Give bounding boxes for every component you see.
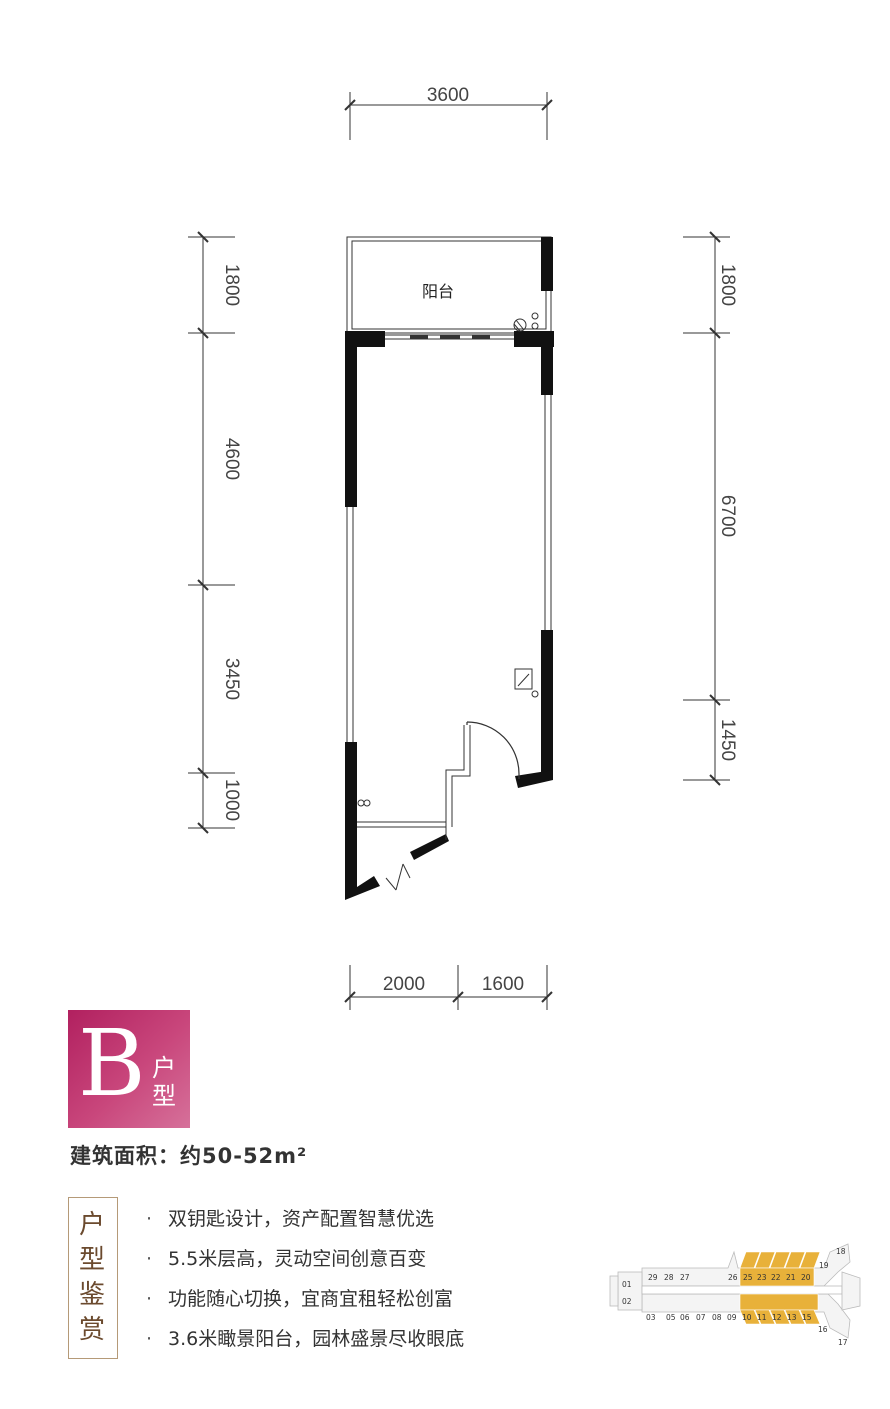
dimension-left-1: 1800 — [221, 264, 242, 306]
dimension-right-1: 1800 — [717, 264, 738, 306]
unit-type-letter: B — [78, 1010, 146, 1117]
key-unit-label: 26 — [728, 1273, 738, 1282]
bullet: · — [146, 1288, 153, 1310]
feature-text: 5.5米层高，灵动空间创意百变 — [168, 1248, 427, 1270]
feature-item: · 5.5米层高，灵动空间创意百变 — [146, 1243, 464, 1283]
wall-solid — [345, 237, 554, 900]
balcony-drain-icon — [513, 312, 539, 332]
key-unit-label: 17 — [838, 1338, 848, 1347]
key-unit-label: 28 — [664, 1273, 674, 1282]
dimension-right-3: 1450 — [717, 719, 738, 761]
feature-text: 3.6米瞰景阳台，园林盛景尽收眼底 — [168, 1328, 465, 1350]
dimension-right — [683, 231, 730, 786]
dimension-left — [188, 231, 235, 834]
feature-text: 双钥匙设计，资产配置智慧优选 — [168, 1208, 435, 1230]
dimension-bottom — [344, 965, 553, 1010]
key-plan-highlight-top — [739, 1251, 821, 1287]
key-unit-label: 09 — [727, 1313, 737, 1322]
key-plan-outline — [609, 1243, 861, 1339]
section-label-box: 户型鉴赏 — [68, 1197, 118, 1359]
dimension-top-label: 3600 — [427, 85, 469, 106]
key-unit-label: 22 — [771, 1273, 781, 1282]
bottom-double-door — [385, 863, 411, 891]
entrance-walls — [445, 725, 471, 840]
dimension-bottom-1: 2000 — [383, 974, 425, 995]
key-unit-label: 20 — [801, 1273, 811, 1282]
key-unit-label: 02 — [622, 1297, 632, 1306]
key-unit-label: 18 — [836, 1247, 846, 1256]
dimension-bottom-2: 1600 — [482, 974, 524, 995]
key-unit-label: 21 — [786, 1273, 796, 1282]
key-plan-highlight-bottom — [739, 1293, 821, 1325]
room-label-balcony: 阳台 — [422, 282, 454, 301]
key-unit-label: 13 — [787, 1313, 797, 1322]
key-unit-label: 08 — [712, 1313, 722, 1322]
key-unit-label: 27 — [680, 1273, 690, 1282]
key-unit-label: 23 — [757, 1273, 767, 1282]
feature-item: · 3.6米瞰景阳台，园林盛景尽收眼底 — [146, 1323, 464, 1363]
dimension-left-3: 3450 — [221, 658, 242, 700]
dimension-left-2: 4600 — [221, 438, 242, 480]
key-unit-label: 29 — [648, 1273, 658, 1282]
dimension-left-4: 1000 — [221, 779, 242, 821]
key-unit-label: 10 — [742, 1313, 752, 1322]
key-unit-label: 11 — [757, 1313, 767, 1322]
bullet: · — [146, 1208, 153, 1230]
bullet: · — [146, 1328, 153, 1350]
feature-item: · 功能随心切换，宜商宜租轻松创富 — [146, 1283, 464, 1323]
key-unit-label: 25 — [743, 1273, 753, 1282]
key-unit-label: 05 — [666, 1313, 676, 1322]
balcony-glass-door — [385, 334, 515, 340]
interior-fixture-icon — [357, 668, 539, 807]
bullet: · — [146, 1248, 153, 1270]
dimension-top — [344, 92, 553, 140]
unit-type-word: 户型 — [152, 1054, 176, 1110]
key-unit-label: 01 — [622, 1280, 632, 1289]
key-unit-label: 16 — [818, 1325, 828, 1334]
section-label: 户型鉴赏 — [79, 1210, 106, 1345]
building-key-plan: 01 02 29 28 27 26 25 23 22 21 20 19 18 0… — [609, 1243, 861, 1347]
entrance-door — [466, 721, 520, 779]
feature-text: 功能随心切换，宜商宜租轻松创富 — [168, 1288, 454, 1310]
unit-type-badge: B 户型 — [68, 1010, 190, 1128]
key-unit-label: 19 — [819, 1261, 829, 1270]
key-unit-label: 03 — [646, 1313, 656, 1322]
key-unit-label: 12 — [772, 1313, 782, 1322]
key-unit-label: 07 — [696, 1313, 706, 1322]
floor-plan: 3600 1800 4600 3450 1000 1800 6700 1450 — [188, 85, 738, 1010]
floor-area-text: 建筑面积：约50-52m² — [70, 1144, 308, 1168]
key-unit-label: 15 — [802, 1313, 812, 1322]
dimension-right-2: 6700 — [717, 495, 738, 537]
key-unit-label: 06 — [680, 1313, 690, 1322]
feature-list: · 双钥匙设计，资产配置智慧优选 · 5.5米层高，灵动空间创意百变 · 功能随心切换… — [146, 1203, 464, 1363]
feature-item: · 双钥匙设计，资产配置智慧优选 — [146, 1203, 464, 1243]
